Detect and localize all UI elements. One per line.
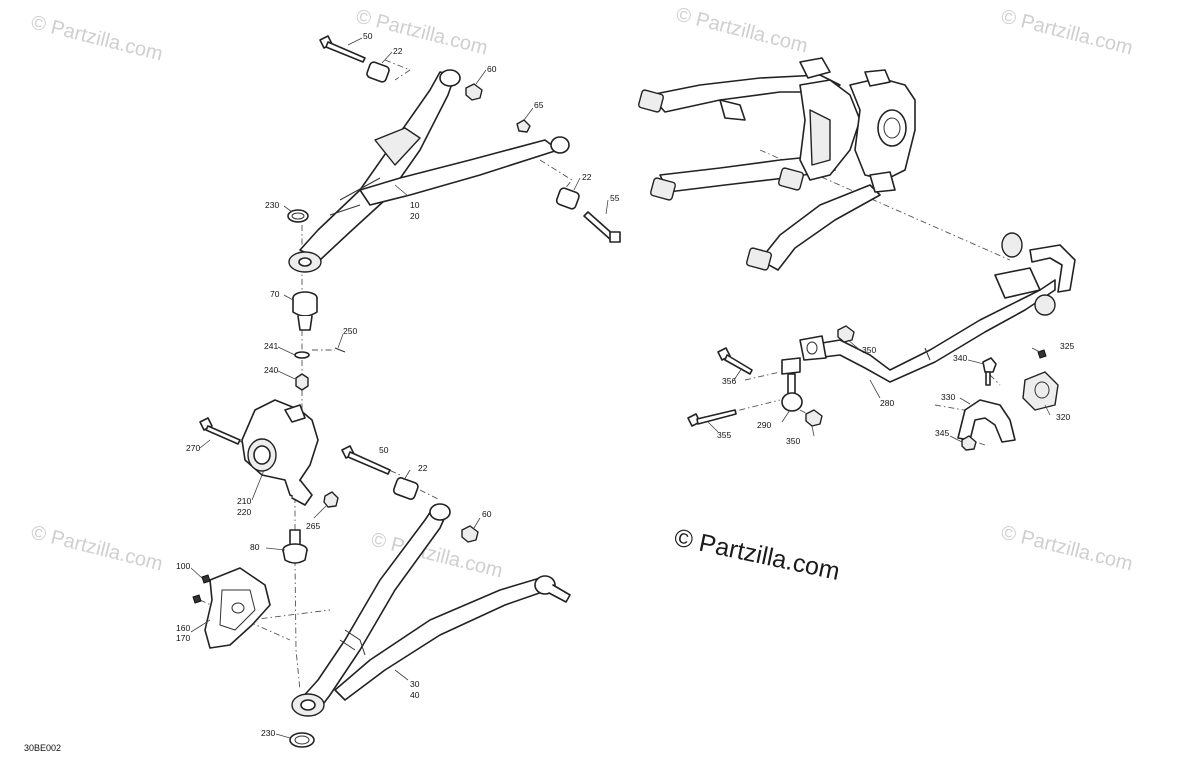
watermark: © Partzilla.com [999, 6, 1135, 60]
callout-20: 20 [410, 211, 420, 221]
callout-22: 22 [582, 172, 592, 182]
arm-guard [192, 567, 271, 649]
callout-60: 60 [482, 509, 492, 519]
upper-arm-hardware [287, 35, 621, 243]
watermark: © Partzilla.com [29, 522, 165, 576]
callout-55: 55 [610, 193, 620, 203]
callout-250: 250 [343, 326, 357, 336]
callout-65: 65 [534, 100, 544, 110]
lower-arm-hardware [341, 445, 479, 543]
callout-70: 70 [270, 289, 280, 299]
callout-330: 330 [941, 392, 955, 402]
callout-40: 40 [410, 690, 420, 700]
callout-265: 265 [306, 521, 320, 531]
callout-50: 50 [379, 445, 389, 455]
steering-knuckle [199, 399, 339, 508]
callout-340: 340 [953, 353, 967, 363]
callout-230: 230 [261, 728, 275, 738]
upper-a-arm [288, 69, 570, 273]
upper-ball-joint [292, 291, 346, 391]
callout-22: 22 [418, 463, 428, 473]
callout-320: 320 [1056, 412, 1070, 422]
watermark: © Partzilla.com [29, 12, 165, 66]
diagram-reference-code: 30BE002 [24, 743, 61, 753]
callout-80: 80 [250, 542, 260, 552]
callout-355: 355 [717, 430, 731, 440]
callout-350: 350 [862, 345, 876, 355]
callout-60: 60 [487, 64, 497, 74]
callout-30: 30 [410, 679, 420, 689]
callout-22: 22 [393, 46, 403, 56]
lower-a-arm [289, 503, 571, 748]
callout-160: 160 [176, 623, 190, 633]
callout-220: 220 [237, 507, 251, 517]
watermark: © Partzilla.com [999, 522, 1135, 576]
callout-10: 10 [410, 200, 420, 210]
lower-ball-joint [282, 529, 308, 564]
frame-section [638, 57, 916, 271]
leader-lines [190, 37, 1051, 739]
callout-50: 50 [363, 31, 373, 41]
callout-100: 100 [176, 561, 190, 571]
callout-325: 325 [1060, 341, 1074, 351]
sway-bar [799, 232, 1076, 383]
callout-170: 170 [176, 633, 190, 643]
callout-240: 240 [264, 365, 278, 375]
callout-345: 345 [935, 428, 949, 438]
copyright-label: © Partzilla.com [672, 523, 843, 585]
callout-280: 280 [880, 398, 894, 408]
watermark: © Partzilla.com [354, 6, 490, 60]
sway-bar-hardware [687, 325, 1059, 451]
callout-270: 270 [186, 443, 200, 453]
callout-356: 356 [722, 376, 736, 386]
callout-labels: 50 22 60 65 22 55 10 20 230 70 250 241 2… [176, 31, 1074, 738]
watermarks: © Partzilla.com © Partzilla.com © Partzi… [29, 4, 1135, 583]
callout-210: 210 [237, 496, 251, 506]
callout-350: 350 [786, 436, 800, 446]
callout-230: 230 [265, 200, 279, 210]
watermark: © Partzilla.com [674, 4, 810, 58]
callout-290: 290 [757, 420, 771, 430]
callout-241: 241 [264, 341, 278, 351]
